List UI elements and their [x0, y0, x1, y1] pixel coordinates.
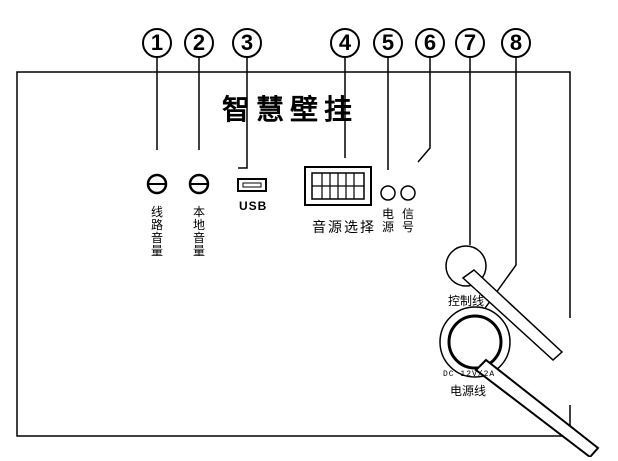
callout-4: 4: [330, 28, 360, 58]
callout-7: 7: [455, 28, 485, 58]
line-volume-knob: [146, 173, 168, 195]
source-select-label: 音源选择: [312, 220, 376, 236]
callout-1: 1: [142, 28, 172, 58]
usb-port: [237, 178, 267, 192]
callout-5: 5: [373, 28, 403, 58]
control-cable-label: 控制线: [448, 294, 485, 308]
signal-led-label: 信号: [401, 207, 414, 234]
source-selector-switch: [304, 166, 372, 206]
callout-2: 2: [184, 28, 214, 58]
power-cable-label: 电源线: [450, 384, 487, 398]
line-volume-label: 线路音量: [150, 205, 163, 258]
callout-3: 3: [232, 28, 262, 58]
panel-title: 智慧壁挂: [222, 93, 359, 126]
dc-spec-label: DC 12V/2A: [443, 370, 496, 379]
local-volume-knob: [188, 173, 210, 195]
callout-8: 8: [501, 28, 531, 58]
usb-label: USB: [239, 199, 268, 213]
signal-led: [400, 185, 416, 201]
local-volume-label: 本地音量: [192, 205, 205, 258]
power-led: [380, 185, 396, 201]
power-led-label: 电源: [381, 207, 394, 234]
control-cable: [445, 245, 564, 362]
power-cable: [439, 306, 600, 459]
callout-6: 6: [415, 28, 445, 58]
